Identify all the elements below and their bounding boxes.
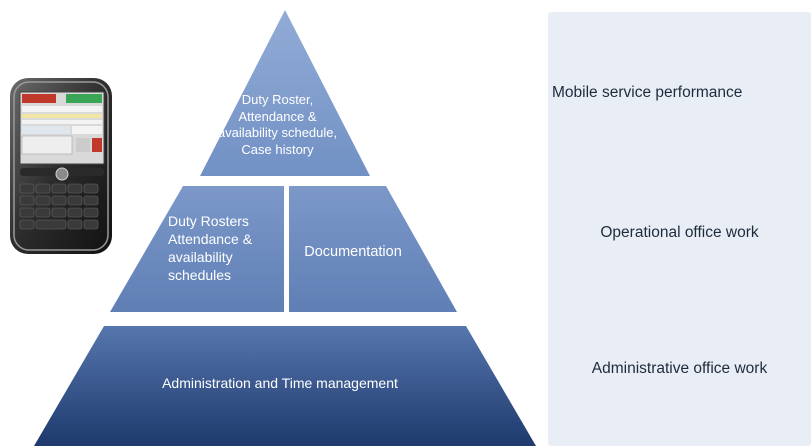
base-tier-label: Administration and Time management	[162, 375, 398, 391]
level-operational-label: Operational office work	[600, 224, 759, 241]
documentation-label: Documentation	[304, 244, 402, 260]
level-mobile-label: Mobile service performance	[552, 84, 743, 101]
pyramid-middle-left-tier	[110, 186, 284, 312]
top-tier-line: Duty Roster,	[241, 92, 314, 107]
top-tier-line: Attendance &	[238, 108, 317, 124]
middle-left-line: schedules	[168, 267, 232, 283]
middle-left-tier-label: Duty Rosters Attendance & availability s…	[158, 212, 288, 284]
levels-panel: Mobile service performance Operational o…	[548, 12, 811, 446]
level-administrative-label: Administrative office work	[591, 360, 768, 377]
smartphone-icon	[10, 78, 112, 254]
pyramid-base-tier	[34, 326, 536, 446]
pyramid-top-tier	[200, 10, 370, 176]
pyramid-middle-right-tier	[289, 186, 457, 312]
middle-left-line: availability	[168, 249, 233, 265]
top-tier-label: Duty Roster, Attendance & availability s…	[200, 92, 355, 158]
middle-left-line: Attendance &	[168, 231, 253, 247]
middle-left-line: Duty Rosters	[168, 213, 249, 229]
top-tier-line: availability schedule,	[217, 125, 338, 140]
top-tier-line: Case history	[241, 141, 314, 157]
